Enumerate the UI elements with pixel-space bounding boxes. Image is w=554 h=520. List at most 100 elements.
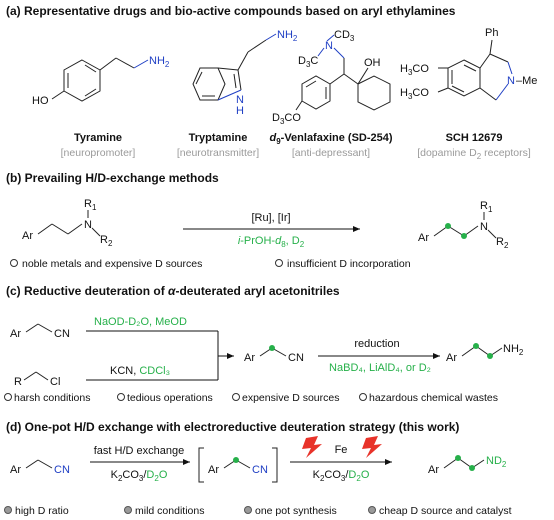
c-deuterated-nitrile: Ar CN	[244, 345, 304, 364]
c-mid-cn: CN	[288, 352, 304, 364]
d-product-d-dot-1	[455, 455, 461, 461]
c-start-ar: Ar	[10, 328, 21, 340]
lightning-icon-left	[302, 436, 322, 458]
b-product-d-dot-2	[461, 233, 467, 239]
d-note-bullet-2	[124, 506, 132, 514]
sch12679-desc: [dopamine D2 receptors]	[417, 147, 531, 161]
sch-n-label: N	[507, 75, 515, 87]
tyramine-name: Tyramine	[74, 132, 122, 144]
c-reagent-1: NaOD-D₂O, MeOD	[94, 316, 187, 328]
c-alkyl-chloride: R Cl	[14, 371, 60, 388]
d-note-bullet-3	[244, 506, 252, 514]
c-reagent-2: KCN, CDCl₃	[110, 365, 170, 377]
c-arylacetonitrile: Ar CN	[10, 323, 70, 340]
c-note-4: hazardous chemical wastes	[369, 392, 498, 404]
b-reagent-bottom: i-PrOH-d8, D2	[238, 235, 305, 249]
c-mid-ar: Ar	[244, 352, 255, 364]
c-note-bullet-1	[4, 393, 12, 401]
tryptamine-nh2-label: NH2	[277, 29, 298, 43]
tryptamine-desc: [neurotransmitter]	[177, 147, 259, 159]
c-note-2: tedious operations	[127, 392, 213, 404]
section-d: (d) One-pot H/D exchange with electrored…	[4, 420, 512, 517]
d-note-3: one pot synthesis	[255, 505, 337, 517]
b-product-ar: Ar	[418, 232, 429, 244]
sch12679-name: SCH 12679	[446, 132, 503, 144]
section-b: (b) Prevailing H/D-exchange methods Ar N…	[6, 171, 509, 270]
sch-ph-label: Ph	[485, 27, 498, 39]
b-reagent-top: [Ru], [Ir]	[251, 212, 290, 224]
c-note-1: harsh conditions	[14, 392, 90, 404]
b-substrate-r1: R1	[84, 198, 97, 212]
section-b-title: (b) Prevailing H/D-exchange methods	[6, 171, 219, 185]
b-substrate-n: N	[84, 219, 92, 231]
section-c: (c) Reductive deuteration of α-deuterate…	[4, 284, 524, 404]
d-product-ar: Ar	[428, 464, 439, 476]
venlafaxine-cd3-left: D3C	[298, 55, 318, 69]
venlafaxine-n-label: N	[325, 40, 333, 52]
section-a: (a) Representative drugs and bio-active …	[6, 4, 537, 161]
section-c-title: (c) Reductive deuteration of α-deuterate…	[6, 284, 340, 298]
d-step2-reagents: K2CO3/D2O	[313, 469, 370, 483]
section-d-title: (d) One-pot H/D exchange with electrored…	[6, 420, 459, 434]
tryptamine-n-label: N	[236, 94, 244, 106]
d-note-bullet-4	[368, 506, 376, 514]
d-start-ar: Ar	[10, 464, 21, 476]
d-product-nd2: ND2	[486, 455, 507, 469]
d-step1-label: fast H/D exchange	[94, 445, 185, 457]
d-substrate: Ar CN	[10, 459, 70, 476]
sch-me-label: –Me	[516, 75, 537, 87]
b-note-bullet-2	[275, 259, 283, 267]
c-reduction-label: reduction	[354, 338, 399, 350]
sch-h3co-top: H3CO	[400, 63, 429, 77]
c-note-bullet-4	[359, 393, 367, 401]
d-step1-reagents: K2CO3/D2O	[111, 469, 168, 483]
b-product-r2: R2	[496, 236, 509, 250]
c-product-nh2: NH2	[503, 343, 524, 357]
c-mid-d-dot	[269, 345, 275, 351]
b-product: Ar N R1 R2	[418, 200, 509, 250]
b-product-d-dot-1	[445, 223, 451, 229]
b-note-1: noble metals and expensive D sources	[22, 258, 202, 270]
venlafaxine-oh-label: OH	[364, 57, 381, 69]
venlafaxine-structure: N CD3 D3C D3CO OH	[272, 29, 391, 126]
d-note-4: cheap D source and catalyst	[379, 505, 512, 517]
d-intermediate: Ar CN	[198, 447, 278, 483]
tyramine-desc: [neuropromoter]	[61, 147, 136, 159]
b-product-r1: R1	[480, 200, 493, 214]
d-mid-d-dot	[233, 457, 239, 463]
c-product: Ar NH2	[446, 343, 524, 364]
venlafaxine-desc: [anti-depressant]	[292, 147, 370, 159]
d-step2-metal: Fe	[335, 444, 348, 456]
c-start-r: R	[14, 376, 22, 388]
c-start-cl: Cl	[50, 376, 60, 388]
d-note-1: high D ratio	[15, 505, 69, 517]
c-start-cn: CN	[54, 328, 70, 340]
b-note-2: insufficient D incorporation	[287, 258, 411, 270]
d-start-cn: CN	[54, 464, 70, 476]
sch-h3co-bottom: H3CO	[400, 87, 429, 101]
d-note-bullet-1	[4, 506, 12, 514]
c-note-3: expensive D sources	[242, 392, 339, 404]
d-mid-cn: CN	[252, 464, 268, 476]
b-product-n: N	[480, 221, 488, 233]
sch12679-structure: Ph N –Me H3CO H3CO	[400, 27, 537, 101]
tyramine-structure: NH2 HO	[32, 55, 170, 107]
c-note-bullet-3	[232, 393, 240, 401]
b-substrate: Ar N R1 R2	[22, 198, 113, 248]
d-mid-ar: Ar	[208, 464, 219, 476]
b-substrate-ar: Ar	[22, 230, 33, 242]
d-product-d-dot-2	[469, 465, 475, 471]
d-note-2: mild conditions	[135, 505, 204, 517]
c-reduction-reagents: NaBD₄, LiAlD₄, or D₂	[329, 362, 431, 374]
venlafaxine-cd3-top: CD3	[334, 29, 355, 43]
tyramine-ho-label: HO	[32, 95, 49, 107]
c-product-d-dot-2	[487, 353, 493, 359]
tryptamine-structure: NH2 N H	[192, 29, 298, 117]
venlafaxine-name: d9-Venlafaxine (SD-254)	[269, 132, 392, 146]
b-substrate-r2: R2	[100, 234, 113, 248]
c-note-bullet-2	[117, 393, 125, 401]
c-product-d-dot-1	[473, 343, 479, 349]
d-product: Ar ND2	[428, 455, 507, 476]
lightning-icon-right	[362, 436, 382, 458]
